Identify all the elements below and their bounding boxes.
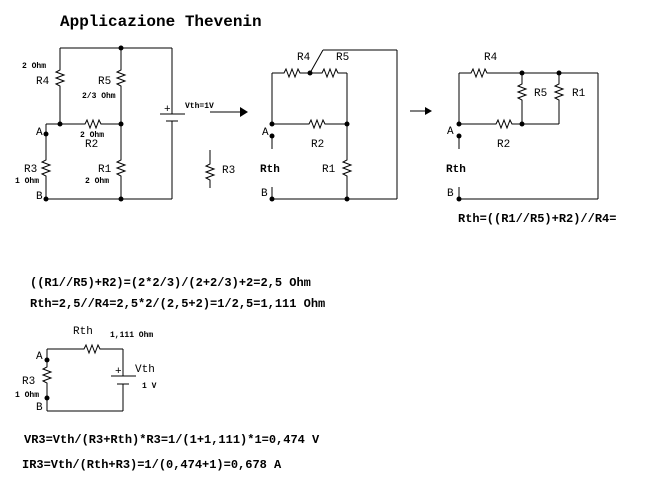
c4-node-a: A xyxy=(36,351,43,363)
resistor-r3 xyxy=(41,157,51,179)
c2-node-a: A xyxy=(262,127,269,139)
equation-rth: Rth=2,5//R4=2,5*2/(2,5+2)=1/2,5=1,111 Oh… xyxy=(30,297,325,311)
c3-r2-label: R2 xyxy=(497,139,510,151)
page-title: Applicazione Thevenin xyxy=(60,13,262,31)
r1-label: R1 xyxy=(98,164,112,176)
circuit-equivalent: Rth 1,111 Ohm A + Vth R3 1 V 1 Ohm B xyxy=(15,326,157,414)
r2-label: R2 xyxy=(85,139,98,151)
c4-plus-sign: + xyxy=(115,366,122,378)
c4-r3-label: R3 xyxy=(22,376,35,388)
result-vr3: VR3=Vth/(R3+Rth)*R3=1/(1+1,111)*1=0,474 … xyxy=(24,433,320,447)
node-a-label: A xyxy=(36,127,43,139)
r3-value: 1 Ohm xyxy=(15,177,39,186)
c4-rth-value: 1,111 Ohm xyxy=(110,331,153,340)
c2-r2-label: R2 xyxy=(311,139,324,151)
c3-rth-label: Rth xyxy=(446,164,466,176)
circuit-rearranged: R4 R5 A R2 Rth R1 B xyxy=(260,49,398,202)
c4-vth-value: 1 V xyxy=(142,382,157,391)
resistor-r2 xyxy=(82,119,104,129)
c3-r5-label: R5 xyxy=(534,88,547,100)
r2-value: 2 Ohm xyxy=(80,131,104,140)
equation-parallel: ((R1//R5)+R2)=(2*2/3)/(2+2/3)+2=2,5 Ohm xyxy=(30,276,311,290)
c3-r1-label: R1 xyxy=(572,88,586,100)
c2-r1-label: R1 xyxy=(322,164,336,176)
c2-r5-label: R5 xyxy=(336,52,349,64)
source-label: Vth=1V xyxy=(185,102,214,111)
c2-r4-label: R4 xyxy=(297,52,311,64)
rth-formula: Rth=((R1//R5)+R2)//R4= xyxy=(458,212,616,226)
r3-label: R3 xyxy=(24,164,37,176)
resistor-r4 xyxy=(55,67,65,89)
plus-sign: + xyxy=(164,104,171,116)
resistor-r1 xyxy=(116,157,126,179)
c4-node-b: B xyxy=(36,402,43,414)
circuit-original: 2 Ohm R4 R5 2/3 Ohm A 2 Ohm R2 R3 1 Ohm … xyxy=(15,45,214,203)
resistor-r5 xyxy=(116,67,126,89)
arrow-right-icon xyxy=(410,107,432,115)
c4-rth-label: Rth xyxy=(73,326,93,338)
c4-vth-label: Vth xyxy=(135,364,155,376)
r5-label: R5 xyxy=(98,76,111,88)
circuit-simplified: R4 R5 R1 A R2 Rth B Rth=((R1//R5)+R2)//R… xyxy=(446,52,616,226)
c4-r3-value: 1 Ohm xyxy=(15,391,39,400)
load-resistor-r3: R3 xyxy=(205,150,235,188)
r4-label: R4 xyxy=(36,76,50,88)
result-ir3: IR3=Vth/(Rth+R3)=1/(0,474+1)=0,678 A xyxy=(22,458,282,472)
node-b-label: B xyxy=(36,191,43,203)
r1-value: 2 Ohm xyxy=(85,177,109,186)
load-r3-label: R3 xyxy=(222,165,235,177)
r5-value: 2/3 Ohm xyxy=(82,92,116,101)
c3-node-a: A xyxy=(447,126,454,138)
c2-rth-label: Rth xyxy=(260,164,280,176)
arrow-right-icon xyxy=(210,107,248,117)
c3-node-b: B xyxy=(447,188,454,200)
c3-r4-label: R4 xyxy=(484,52,498,64)
r4-value: 2 Ohm xyxy=(22,62,46,71)
c2-node-b: B xyxy=(261,188,268,200)
